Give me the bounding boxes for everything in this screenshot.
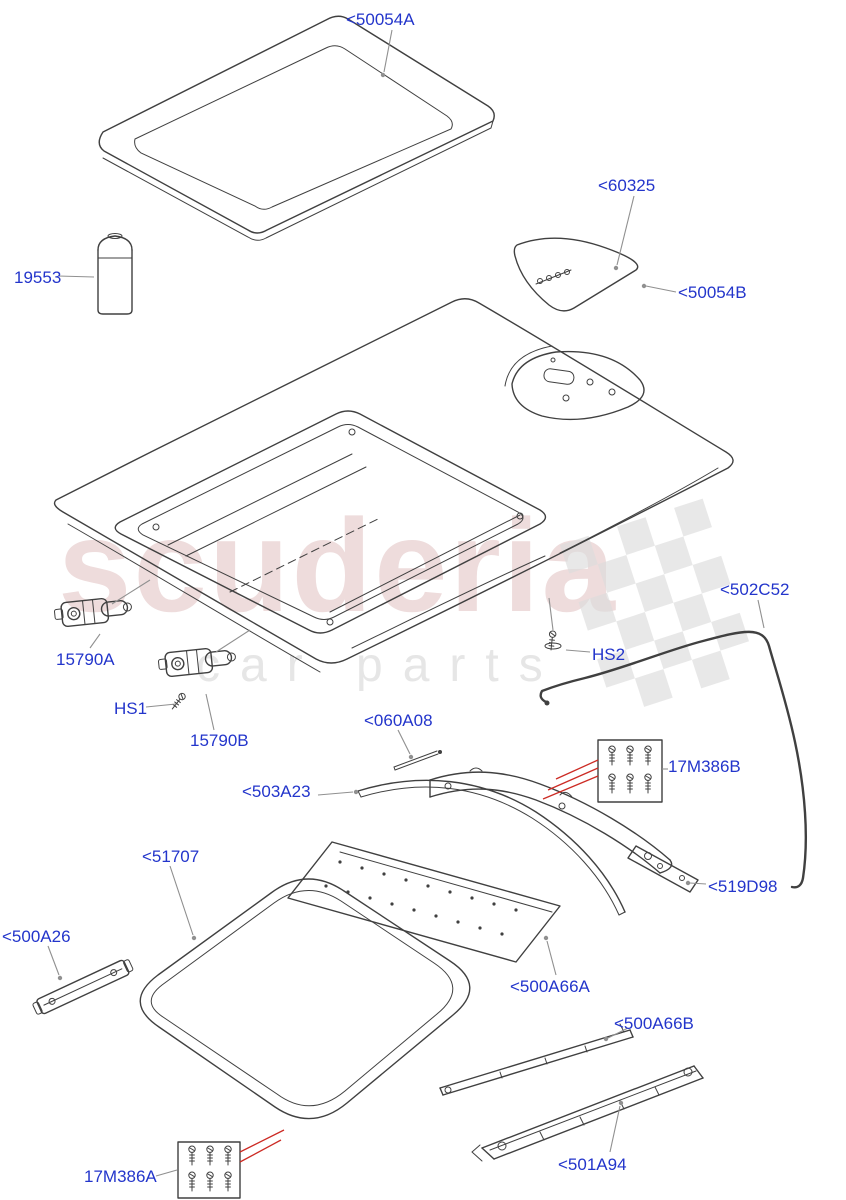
drain-tube-drawing bbox=[539, 630, 808, 889]
watermark-brand: scuderia bbox=[58, 492, 617, 639]
watermark-subtitle: car parts bbox=[196, 639, 563, 692]
part-label-60325[interactable]: <60325 bbox=[598, 176, 656, 195]
checker-flag-watermark bbox=[560, 498, 750, 707]
screw-kit-b-box bbox=[597, 739, 663, 803]
part-label-500a66a[interactable]: <500A66A bbox=[510, 977, 590, 996]
frame-bracket-drawing bbox=[429, 767, 699, 893]
wind-deflector-glass-drawing bbox=[513, 237, 639, 312]
rail-500a66b-drawing bbox=[439, 1023, 634, 1096]
part-label-500a66b[interactable]: <500A66B bbox=[614, 1014, 694, 1033]
screw-kit-a-box bbox=[177, 1141, 241, 1199]
leader-lines bbox=[47, 29, 765, 1177]
screw-hs1-drawing bbox=[169, 691, 188, 712]
part-label-501a94[interactable]: <501A94 bbox=[558, 1155, 627, 1174]
part-label-51707[interactable]: <51707 bbox=[142, 847, 200, 866]
part-label-15790b[interactable]: 15790B bbox=[190, 731, 249, 750]
spray-can-drawing bbox=[97, 233, 133, 315]
part-label-15790a[interactable]: 15790A bbox=[56, 650, 115, 669]
part-label-502c52[interactable]: <502C52 bbox=[720, 580, 790, 599]
part-label-hs1[interactable]: HS1 bbox=[114, 699, 148, 718]
motor-front-drawing bbox=[53, 597, 132, 628]
mesh-deflector-drawing bbox=[287, 841, 561, 963]
motor-rear-drawing bbox=[157, 647, 236, 678]
part-label-50054b[interactable]: <50054B bbox=[678, 283, 747, 302]
rail-left-drawing bbox=[32, 959, 134, 1015]
part-label-50054a[interactable]: <50054A bbox=[346, 10, 415, 29]
roof-frame-drawing bbox=[53, 298, 734, 673]
aperture-seal-drawing bbox=[139, 878, 471, 1120]
part-label-519d98[interactable]: <519D98 bbox=[708, 877, 778, 896]
part-label-hs2[interactable]: HS2 bbox=[592, 645, 626, 664]
seal-strip-drawing bbox=[357, 779, 626, 916]
part-label-17m386a[interactable]: 17M386A bbox=[84, 1167, 157, 1186]
glass-panel-drawing bbox=[98, 15, 495, 241]
red-leader-lines bbox=[239, 759, 599, 1163]
part-label-19553[interactable]: 19553 bbox=[14, 268, 62, 287]
part-label-17m386b[interactable]: 17M386B bbox=[668, 757, 741, 776]
screw-hs2-drawing bbox=[544, 630, 562, 651]
guide-rod-drawing bbox=[393, 750, 442, 771]
rail-501a94-drawing bbox=[471, 1065, 704, 1162]
part-label-503a23[interactable]: <503A23 bbox=[242, 782, 311, 801]
part-label-060a08[interactable]: <060A08 bbox=[364, 711, 433, 730]
part-label-500a26[interactable]: <500A26 bbox=[2, 927, 71, 946]
